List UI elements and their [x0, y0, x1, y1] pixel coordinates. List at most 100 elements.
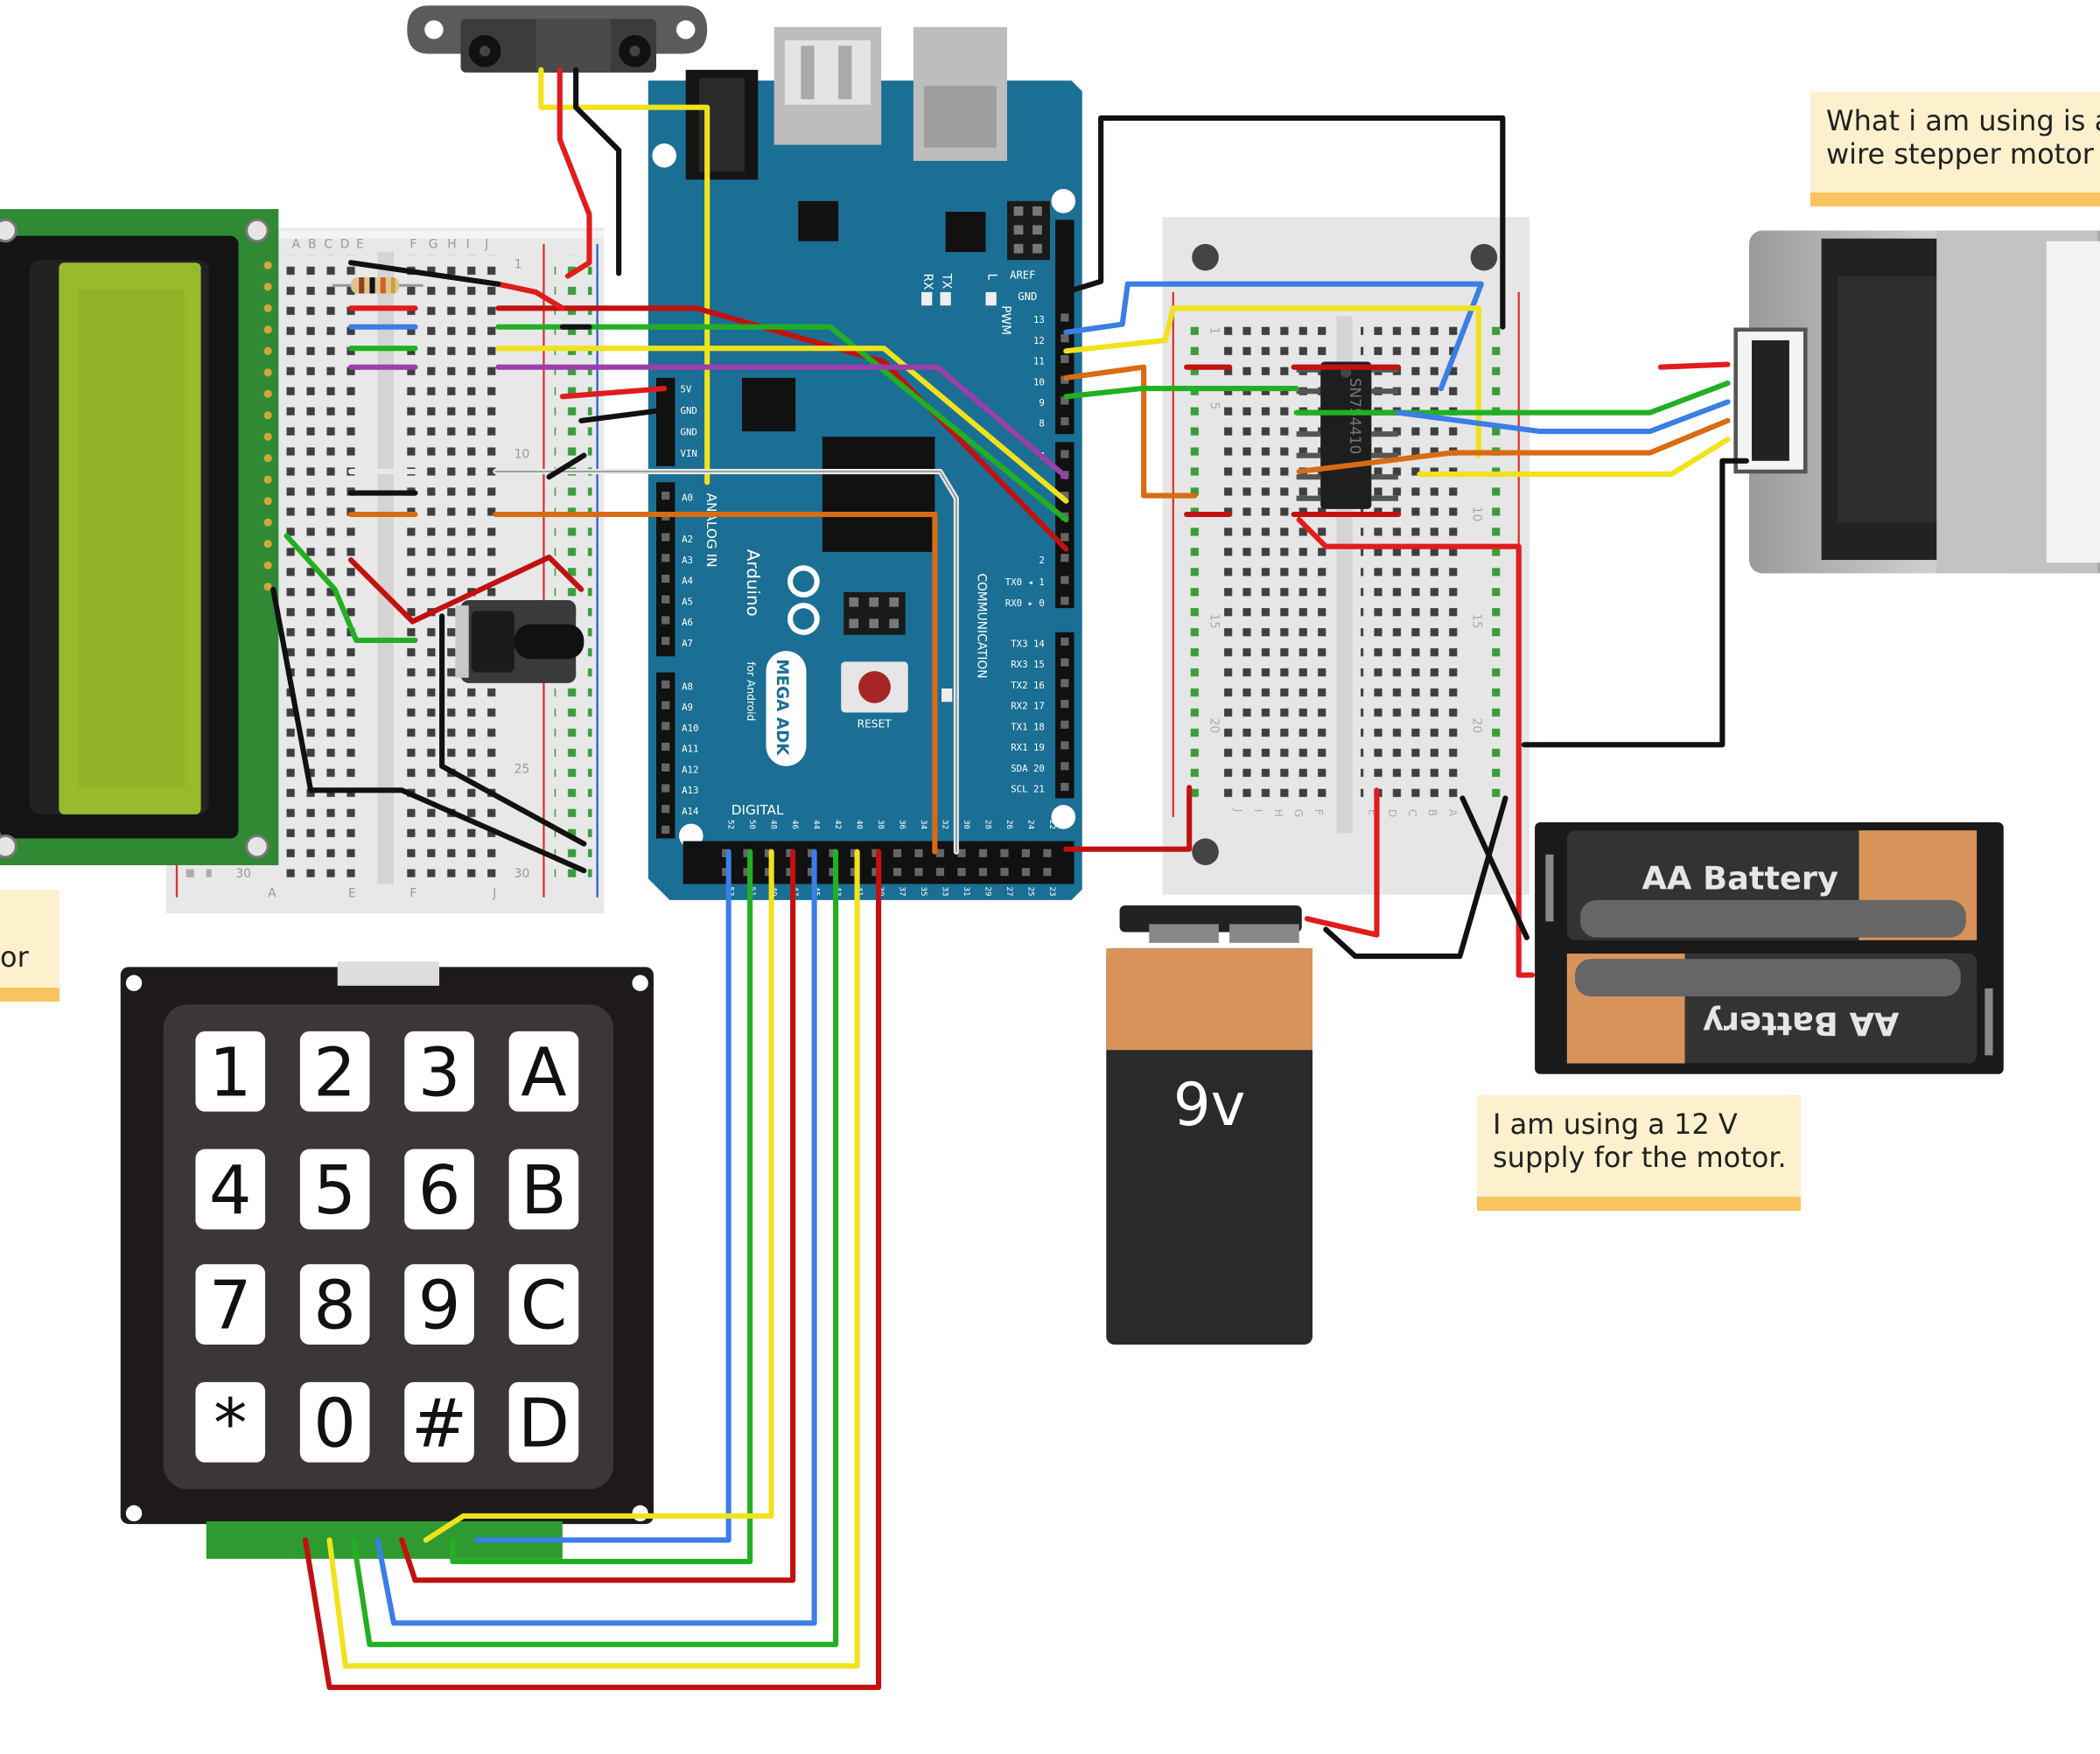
digital-pin-label-bottom: 29 — [984, 887, 993, 897]
keypad-key[interactable] — [299, 1031, 370, 1112]
rx-label: RX — [920, 273, 934, 290]
digital-pin-label: 44 — [812, 820, 822, 830]
pwm-pin-label: 13 — [1033, 314, 1045, 325]
breadboard-right-col-label: B — [1426, 809, 1438, 816]
keypad-key[interactable] — [299, 1381, 370, 1463]
analog-pin-label: A0 — [682, 493, 693, 504]
keypad-key[interactable] — [195, 1381, 266, 1463]
pwm-pin-label: 10 — [1033, 376, 1045, 388]
keypad-key[interactable] — [195, 1264, 266, 1345]
analog-pin-label: A3 — [682, 555, 693, 566]
keypad-key[interactable] — [404, 1264, 474, 1345]
comm-pin-label: RX1 19 — [1011, 742, 1045, 753]
communication-label: COMMUNICATION — [974, 573, 988, 678]
keypad-key[interactable] — [508, 1031, 579, 1112]
analog-pin-label: A13 — [682, 785, 698, 796]
battery-top-label: AA Battery — [1642, 860, 1839, 898]
digital-pin-label-bottom: 31 — [962, 887, 971, 897]
pwm-pin-label: 9 — [1039, 397, 1044, 409]
breadboard-left-col-c: C — [324, 237, 332, 251]
digital-pin-label-bottom: 37 — [898, 887, 907, 897]
keypad-key[interactable] — [508, 1381, 579, 1463]
pwm-pin-label: 2 — [1039, 555, 1044, 566]
digital-pin-label: 52 — [726, 820, 736, 829]
breadboard-left-row-25: 25 — [514, 762, 530, 776]
breadboard-right-row-15: 15 — [1208, 613, 1222, 629]
breadboard-right-row-10-r: 10 — [1470, 507, 1484, 522]
arduino-model: MEGA ADK — [773, 659, 791, 756]
keypad-key-label: 9 — [418, 1268, 461, 1345]
digital-pin-label: 38 — [876, 820, 886, 829]
arduino-sub: for Android — [745, 661, 757, 721]
analog-pin-label: A2 — [682, 534, 693, 545]
analog-pin-label: A11 — [682, 744, 698, 755]
keypad-key-label: D — [518, 1385, 570, 1463]
keypad-key-label: C — [521, 1268, 567, 1345]
battery-bottom-label: AA Battery — [1703, 1004, 1900, 1042]
comm-pin-label: TX0 ◂ 1 — [1005, 577, 1045, 588]
analog-pin-label: A7 — [682, 638, 693, 649]
aa-battery-pack: AA Battery AA Battery — [1535, 822, 2004, 1074]
comm-pin-label: RX3 15 — [1011, 659, 1045, 670]
breadboard-right-row-20-r: 20 — [1470, 718, 1484, 734]
breadboard-right-col-label: A — [1446, 809, 1459, 817]
analog-pin-label: A5 — [682, 596, 693, 607]
breadboard-right-col-label: I — [1252, 809, 1264, 813]
keypad-key-label: 3 — [418, 1034, 461, 1112]
breadboard-left-col-j: J — [484, 237, 488, 251]
keypad-key[interactable] — [508, 1149, 579, 1230]
breadboard-right-col-label: D — [1386, 809, 1398, 817]
breadboard-right-col-label: C — [1406, 809, 1418, 817]
note-supply-line1: I am using a 12 V — [1493, 1108, 1738, 1141]
chip-label: SN754410 — [1347, 378, 1364, 455]
digital-pin-label-bottom: 27 — [1004, 887, 1014, 897]
keypad-key[interactable] — [404, 1149, 474, 1230]
keypad-key[interactable] — [404, 1031, 474, 1112]
arduino-brand: Arduino — [743, 549, 763, 617]
breadboard-right-row-15-r: 15 — [1470, 613, 1484, 629]
wires — [270, 66, 1749, 1690]
keypad-key-label: 8 — [313, 1268, 356, 1345]
digital-pin-label: 42 — [833, 820, 843, 829]
breadboard-right-row-5: 5 — [1208, 402, 1222, 409]
power-pin-5v: 5V — [681, 384, 692, 395]
breadboard-left-row-1: 1 — [514, 257, 522, 271]
analog-pin-label: A9 — [682, 702, 693, 713]
analog-pin-label: A14 — [682, 806, 698, 817]
keypad-key[interactable] — [195, 1031, 266, 1112]
comm-pin-label: TX1 18 — [1011, 721, 1045, 732]
note-supply: I am using a 12 V supply for the motor. — [1477, 1095, 1801, 1211]
comm-pin-label: TX3 14 — [1011, 639, 1045, 650]
digital-pin-label: 36 — [898, 820, 907, 829]
keypad-key[interactable] — [299, 1149, 370, 1230]
breadboard-left-col-b: B — [308, 237, 316, 251]
breadboard-left-col-f-bottom: F — [410, 887, 416, 901]
keypad-key-label: 2 — [313, 1034, 356, 1112]
keypad-key[interactable] — [508, 1264, 579, 1345]
keypad-key[interactable] — [404, 1381, 474, 1463]
breadboard-right-col-label: J — [1232, 808, 1244, 813]
analog-pin-label: A6 — [682, 617, 693, 628]
digital-label: DIGITAL — [732, 802, 784, 818]
keypad-key-label: 5 — [313, 1152, 356, 1230]
resistor — [332, 277, 424, 294]
stepper-motor — [1733, 230, 2100, 574]
keypad-key[interactable] — [195, 1149, 266, 1230]
keypad-key[interactable] — [299, 1264, 370, 1345]
breadboard-left-col-j-bottom: J — [492, 887, 496, 901]
digital-pin-label: 28 — [984, 820, 993, 829]
breadboard-right-col-label: E — [1366, 809, 1378, 816]
keypad-key-label: 6 — [418, 1152, 461, 1230]
tx-label: TX — [940, 272, 954, 289]
breadboard-left-col-f: F — [410, 237, 416, 251]
pwm-pin-label: 8 — [1039, 418, 1044, 430]
ir-distance-sensor — [407, 5, 708, 73]
note-left-fragment: or — [0, 890, 60, 1002]
potentiometer — [455, 599, 584, 683]
digital-pin-label: 24 — [1026, 820, 1036, 830]
analog-in-label: ANALOG IN — [704, 493, 719, 568]
breadboard-left-row-30-left: 30 — [235, 867, 251, 881]
